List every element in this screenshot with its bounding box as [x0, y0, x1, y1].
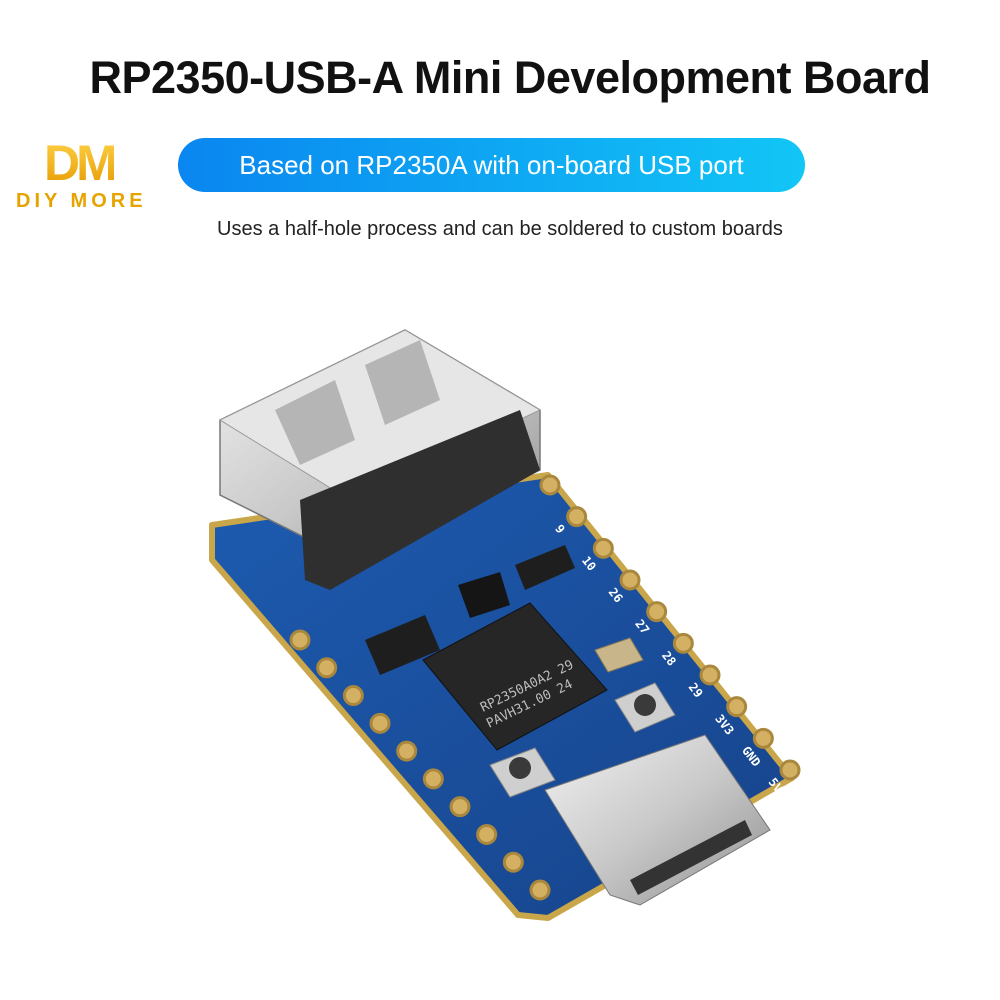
usb-a-port	[218, 329, 542, 590]
castellated-pad	[779, 759, 801, 781]
castellated-pad	[592, 537, 614, 559]
castellated-pad	[476, 823, 498, 845]
transistor	[458, 572, 510, 618]
castellated-pad	[342, 685, 364, 707]
crystal	[594, 637, 644, 673]
subtitle: Uses a half-hole process and can be sold…	[217, 218, 783, 240]
boot-button[interactable]	[614, 682, 676, 733]
castellated-pad	[699, 664, 721, 686]
castellated-pad	[396, 740, 418, 762]
castellated-pad	[539, 474, 561, 496]
castellated-pad	[316, 657, 338, 679]
castellated-pad	[566, 506, 588, 528]
castellated-pad	[369, 712, 391, 734]
castellated-pad	[289, 629, 311, 651]
tagline-banner: Based on RP2350A with on-board USB port	[178, 138, 805, 192]
right-pads	[539, 474, 801, 781]
brand-logo: DM DIY MORE	[14, 136, 194, 214]
castellated-pad	[752, 727, 774, 749]
logo-mark: DM	[44, 135, 118, 191]
castellated-pad	[529, 879, 551, 901]
castellated-pad	[619, 569, 641, 591]
castellated-pad	[449, 796, 471, 818]
usb-c-port	[544, 734, 771, 906]
rp2350-chip: RP2350A0A2 29 PAVH31.00 24	[422, 602, 608, 751]
castellated-pad	[672, 632, 694, 654]
castellated-pad	[646, 601, 668, 623]
page-title: RP2350-USB-A Mini Development Board	[89, 52, 932, 103]
left-pads	[289, 629, 551, 901]
usb-bridge-ic	[365, 615, 440, 675]
regulator-ic	[515, 545, 575, 590]
logo-text: DIY MORE	[16, 190, 147, 212]
castellated-pad	[422, 768, 444, 790]
castellated-pad	[502, 851, 524, 873]
reset-button[interactable]	[489, 747, 556, 798]
castellated-pad	[726, 696, 748, 718]
